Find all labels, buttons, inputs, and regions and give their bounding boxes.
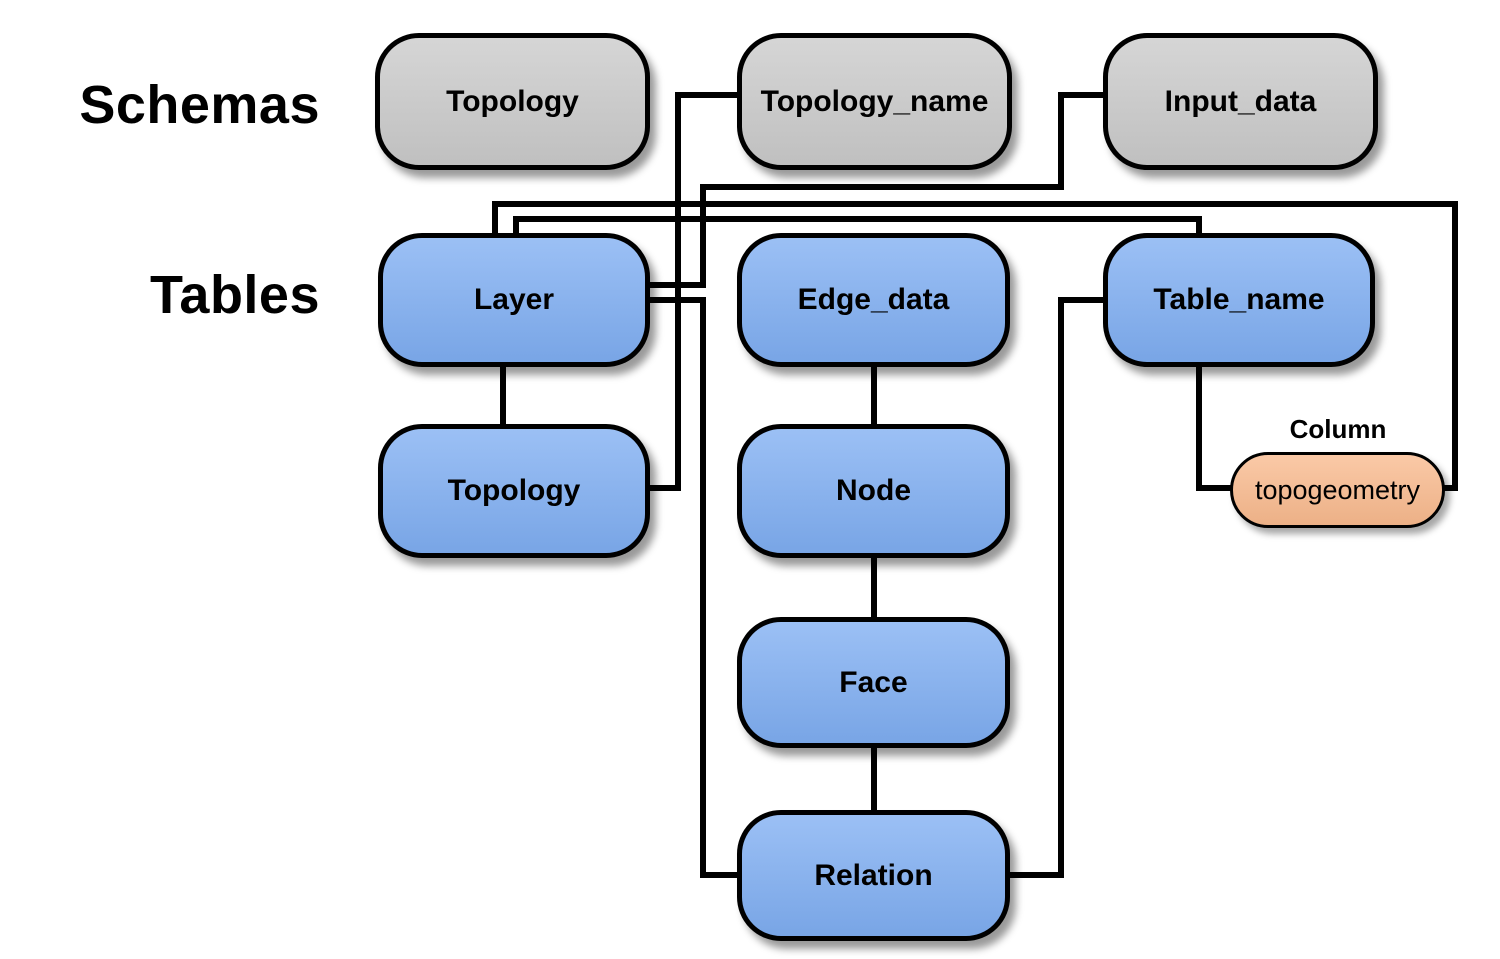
schema-node-topology-label: Topology xyxy=(446,84,579,118)
edge-layer-topogeometry-segment xyxy=(1440,485,1458,491)
edge-tablename-topogeometry-segment xyxy=(1196,363,1202,491)
edge-layer-topologytable-segment xyxy=(500,363,506,426)
edge-layer-topogeometry-segment xyxy=(1452,201,1458,491)
column-node-topogeometry-label: topogeometry xyxy=(1254,474,1421,505)
table-node-edge-data: Edge_data xyxy=(737,233,1010,367)
schema-node-topology: Topology xyxy=(375,33,650,170)
edge-layer-relation-segment xyxy=(700,872,742,878)
table-node-layer: Layer xyxy=(378,233,650,367)
edge-inputdata-layer-segment xyxy=(700,184,706,288)
table-node-table-name-label: Table_name xyxy=(1153,283,1325,316)
edge-layer-topogeometry-segment xyxy=(492,201,498,235)
edge-topologyname-topologytable-segment xyxy=(675,92,741,98)
edge-layer-tablename-segment xyxy=(513,216,1202,222)
edge-face-relation-segment xyxy=(871,746,877,812)
edge-node-face-segment xyxy=(871,556,877,619)
table-node-node-label: Node xyxy=(836,474,911,507)
edge-layer-relation-segment xyxy=(646,297,704,303)
schema-node-topology-name: Topology_name xyxy=(737,33,1012,170)
table-node-edge-data-label: Edge_data xyxy=(797,283,950,316)
table-node-face-label: Face xyxy=(839,665,908,699)
table-node-relation-label: Relation xyxy=(814,858,933,892)
edge-tablename-relation-segment xyxy=(1058,297,1064,878)
section-label-schemas: Schemas xyxy=(79,75,320,135)
edge-layer-topogeometry-segment xyxy=(492,201,1458,207)
table-node-topology-label: Topology xyxy=(447,474,581,507)
edge-topologyname-topologytable-segment xyxy=(675,92,681,491)
edge-inputdata-layer-segment xyxy=(1058,92,1106,98)
column-section-label: Column xyxy=(1289,414,1387,444)
edge-tablename-topogeometry-segment xyxy=(1196,485,1236,491)
edge-edgedata-node-segment xyxy=(871,363,877,426)
table-node-layer-label: Layer xyxy=(473,283,555,316)
schema-node-input-data: Input_data xyxy=(1103,33,1378,170)
schema-node-topology-name-label: Topology_name xyxy=(760,84,989,118)
table-node-relation: Relation xyxy=(737,810,1010,941)
section-label-tables: Tables xyxy=(149,265,320,325)
schema-node-input-data-label: Input_data xyxy=(1164,84,1317,118)
edge-tablename-relation-segment xyxy=(1058,297,1106,303)
edge-topologyname-topologytable-segment xyxy=(645,485,679,491)
edge-inputdata-layer-segment xyxy=(700,184,1064,190)
table-node-topology: Topology xyxy=(378,424,650,558)
table-node-face: Face xyxy=(737,617,1010,748)
edge-layer-tablename-segment xyxy=(513,216,519,235)
edge-tablename-relation-segment xyxy=(1005,872,1064,878)
edge-layer-tablename-segment xyxy=(1196,216,1202,235)
column-node-topogeometry: topogeometry xyxy=(1230,452,1445,528)
table-node-table-name: Table_name xyxy=(1103,233,1375,367)
edge-inputdata-layer-segment xyxy=(1058,92,1064,190)
edge-layer-relation-segment xyxy=(700,297,706,878)
table-node-node: Node xyxy=(737,424,1010,558)
edge-inputdata-layer-segment xyxy=(646,282,704,288)
